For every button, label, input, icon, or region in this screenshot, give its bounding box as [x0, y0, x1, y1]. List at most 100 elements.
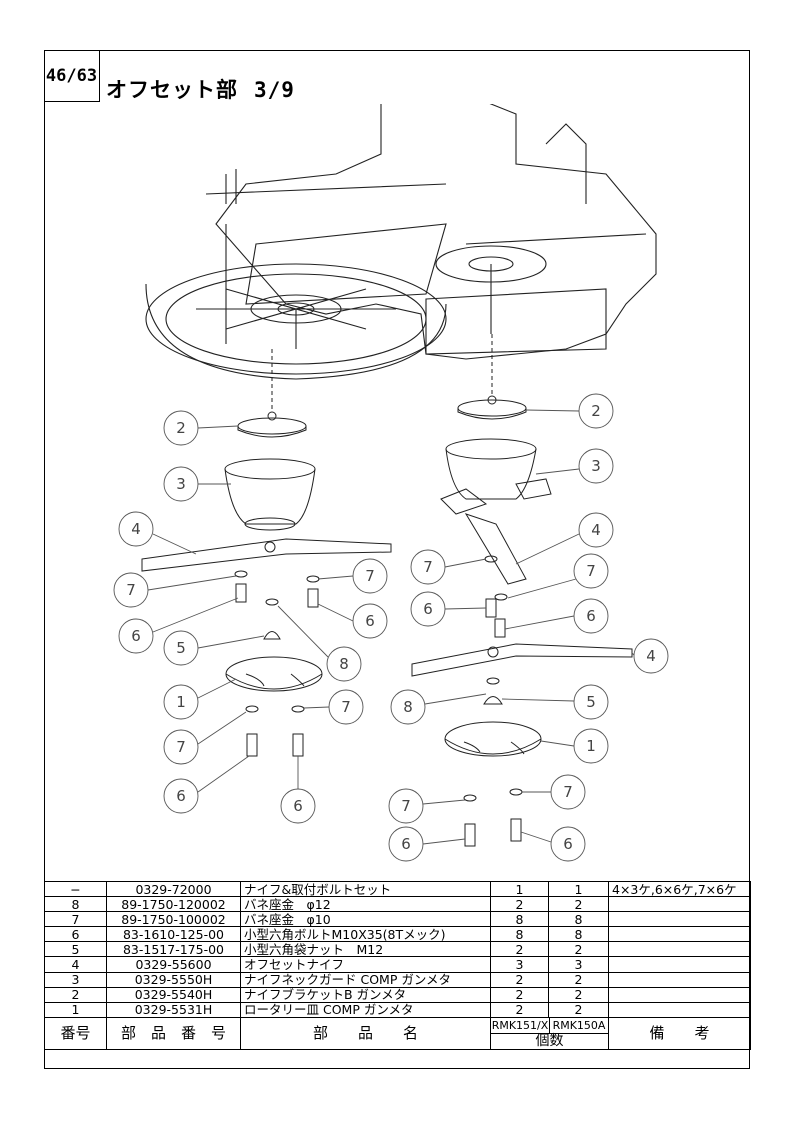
callout-label: 7 — [365, 567, 375, 585]
cell-remarks: 4×3ケ,6×6ケ,7×6ケ — [608, 880, 751, 898]
cell-part-no: 0329-72000 — [106, 880, 241, 898]
header-qty-label: 個数 — [535, 1032, 564, 1049]
title-sub: 3/9 — [254, 78, 295, 102]
cell-no: 5 — [44, 941, 107, 958]
header-model-1: RMK151/X — [491, 1018, 550, 1033]
left-knife-4 — [141, 538, 392, 572]
callout-label: 7 — [586, 562, 596, 580]
callout-label: 6 — [293, 797, 303, 815]
cell-qty2: 3 — [548, 956, 609, 973]
cell-name: 小型六角ボルトM10X35(8Tメック) — [240, 926, 491, 943]
callout-label: 6 — [176, 787, 186, 805]
cell-qty2: 2 — [548, 941, 609, 958]
page-number: 46/63 — [44, 50, 100, 102]
cell-remarks — [608, 911, 751, 928]
callout-label: 7 — [423, 558, 433, 576]
cell-qty1: 8 — [490, 926, 549, 943]
callout-label: 3 — [176, 475, 186, 493]
right-neck-guard-3 — [440, 438, 552, 515]
cell-no: 2 — [44, 986, 107, 1003]
header-model-2: RMK150A — [552, 1018, 606, 1032]
cell-part-no: 83-1517-175-00 — [106, 941, 241, 958]
cell-part-no: 0329-55600 — [106, 956, 241, 973]
callout-label: 5 — [176, 639, 186, 657]
right-lower-bolts — [463, 788, 523, 847]
cell-part-no: 89-1750-120002 — [106, 896, 241, 913]
cell-part-no: 0329-5540H — [106, 986, 241, 1003]
header-qty: RMK151/X RMK150A 個数 — [490, 1016, 609, 1050]
callout-label: 5 — [586, 693, 596, 711]
right-knife-4-vertical — [464, 513, 527, 585]
cell-part-no: 89-1750-100002 — [106, 911, 241, 928]
cell-qty2: 2 — [548, 1001, 609, 1018]
cell-remarks — [608, 926, 751, 943]
header-remarks: 備 考 — [608, 1016, 751, 1050]
cell-no: 3 — [44, 971, 107, 988]
cell-name: バネ座金 φ10 — [240, 911, 491, 928]
cell-name: ナイフ&取付ボルトセット — [240, 880, 491, 898]
cell-name: ナイフブラケットB ガンメタ — [240, 986, 491, 1003]
callout-label: 7 — [341, 698, 351, 716]
callout-label: 1 — [176, 693, 186, 711]
callout-label: 6 — [423, 600, 433, 618]
right-nut-5 — [483, 677, 503, 705]
cell-qty1: 2 — [490, 971, 549, 988]
cell-no: 4 — [44, 956, 107, 973]
right-fasteners — [484, 555, 508, 638]
cell-remarks — [608, 956, 751, 973]
cell-qty2: 2 — [548, 896, 609, 913]
cell-qty2: 8 — [548, 911, 609, 928]
callout-label: 7 — [563, 783, 573, 801]
left-neck-guard-3 — [224, 458, 316, 531]
cell-remarks — [608, 986, 751, 1003]
cell-name: バネ座金 φ12 — [240, 896, 491, 913]
mower-deck — [215, 104, 657, 360]
cell-no: 6 — [44, 926, 107, 943]
callout-label: 2 — [176, 419, 186, 437]
cell-qty1: 1 — [490, 880, 549, 898]
cell-qty1: 2 — [490, 941, 549, 958]
cell-qty2: 8 — [548, 926, 609, 943]
callout-label: 6 — [563, 835, 573, 853]
callout-label: 6 — [365, 612, 375, 630]
cell-name: ナイフネックガード COMP ガンメタ — [240, 971, 491, 988]
callout-label: 4 — [591, 521, 601, 539]
left-rotor-ring — [145, 263, 447, 375]
cell-remarks — [608, 971, 751, 988]
cell-part-no: 0329-5550H — [106, 971, 241, 988]
left-rotary-dish-1 — [225, 656, 323, 692]
header-no: 番号 — [44, 1016, 107, 1050]
table-header: 番号 部 品 番 号 部 品 名 RMK151/X RMK150A 個数 備 考 — [44, 1016, 751, 1050]
cell-no: 8 — [44, 896, 107, 913]
callout-label: 6 — [586, 607, 596, 625]
cell-remarks — [608, 896, 751, 913]
callout-label: 7 — [401, 797, 411, 815]
header-part-no: 部 品 番 号 — [106, 1016, 241, 1050]
cell-qty1: 2 — [490, 896, 549, 913]
callout-label: 4 — [131, 520, 141, 538]
callout-label: 4 — [646, 647, 656, 665]
callout-label: 6 — [131, 627, 141, 645]
cell-name: 小型六角袋ナット M12 — [240, 941, 491, 958]
callout-label: 1 — [586, 737, 596, 755]
cell-name: オフセットナイフ — [240, 956, 491, 973]
left-lower-bolts — [245, 705, 305, 757]
cell-qty1: 8 — [490, 911, 549, 928]
right-rotary-dish-1 — [444, 721, 542, 757]
cell-part-no: 0329-5531H — [106, 1001, 241, 1018]
callout-label: 7 — [176, 738, 186, 756]
callout-label: 7 — [126, 581, 136, 599]
cell-remarks — [608, 941, 751, 958]
right-bracket-2 — [457, 334, 527, 420]
left-fasteners — [234, 570, 320, 640]
cell-qty1: 2 — [490, 986, 549, 1003]
